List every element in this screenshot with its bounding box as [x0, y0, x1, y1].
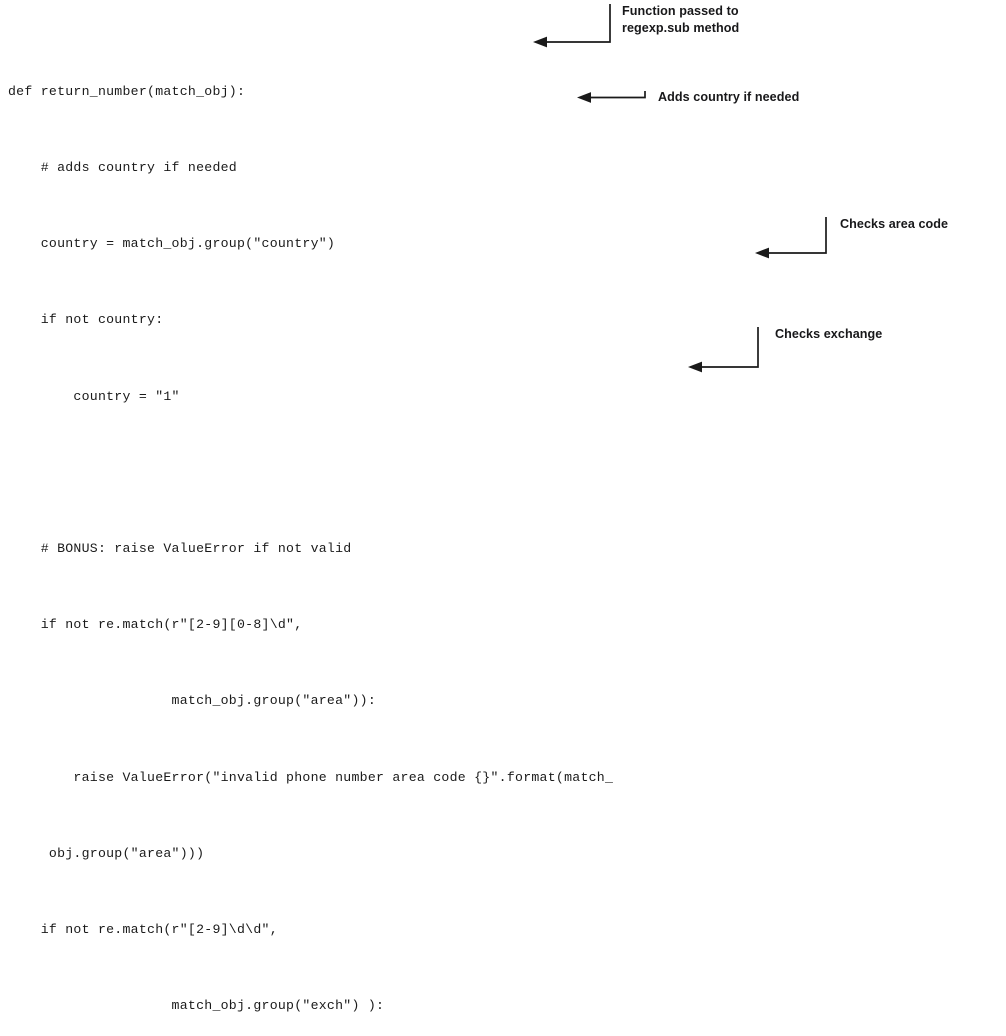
code-line: country = "1"	[8, 388, 180, 404]
leader-line-arrow-icon	[685, 322, 775, 380]
code-line: def return_number(match_obj):	[8, 83, 246, 99]
code-line: country = match_obj.group("country")	[8, 236, 336, 252]
code-line: match_obj.group("exch") ):	[8, 998, 385, 1014]
leader-line-arrow-icon	[574, 84, 654, 114]
code-line: # adds country if needed	[8, 160, 237, 176]
leader-line-arrow-icon	[530, 0, 620, 50]
code-line-blank	[8, 460, 968, 485]
callout-label: Adds country if needed	[658, 90, 800, 104]
code-line: if not re.match(r"[2-9]\d\d",	[8, 922, 278, 938]
code-line: if not re.match(r"[2-9][0-8]\d",	[8, 617, 303, 633]
code-line: match_obj.group("area")):	[8, 693, 377, 709]
leader-line-arrow-icon	[752, 212, 842, 268]
callout-label: Function passed to regexp.sub method	[622, 4, 740, 35]
code-line: if not country:	[8, 312, 164, 328]
code-line: raise ValueError("invalid phone number a…	[8, 769, 614, 785]
callout-label: Checks exchange	[775, 327, 883, 341]
code-line: obj.group("area")))	[8, 845, 205, 861]
callout-label: Checks area code	[840, 217, 949, 231]
annotated-code-figure: def return_number(match_obj): # adds cou…	[8, 0, 949, 1013]
code-listing: def return_number(match_obj): # adds cou…	[8, 28, 968, 1036]
code-line: # BONUS: raise ValueError if not valid	[8, 541, 352, 557]
